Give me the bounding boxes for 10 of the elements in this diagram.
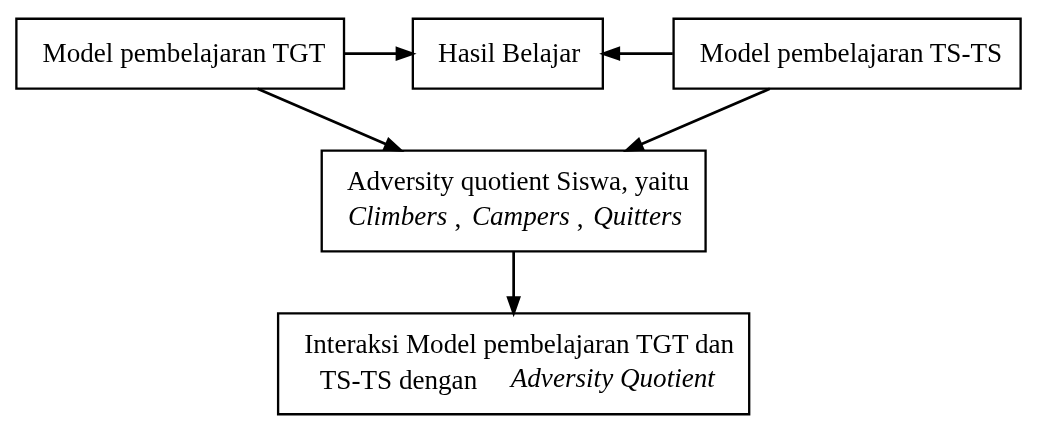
node-box: Model pembelajaran TS-TS: [672, 17, 1022, 90]
arrow: [622, 87, 771, 152]
arrow: [506, 251, 521, 317]
node-box: Hasil Belajar: [411, 17, 604, 90]
node-box: Model pembelajaran TGT: [15, 17, 346, 90]
arrow: [344, 45, 417, 61]
arrow: [599, 45, 673, 61]
node-box: Interaksi Model pembelajaran TGT dan TS-TS dengan Adversity Quotient: [276, 311, 751, 415]
node-box: Adversity quotient Siswa, yaitu Climbers, Campers, Quitters: [320, 148, 707, 253]
arrow: [257, 87, 405, 152]
